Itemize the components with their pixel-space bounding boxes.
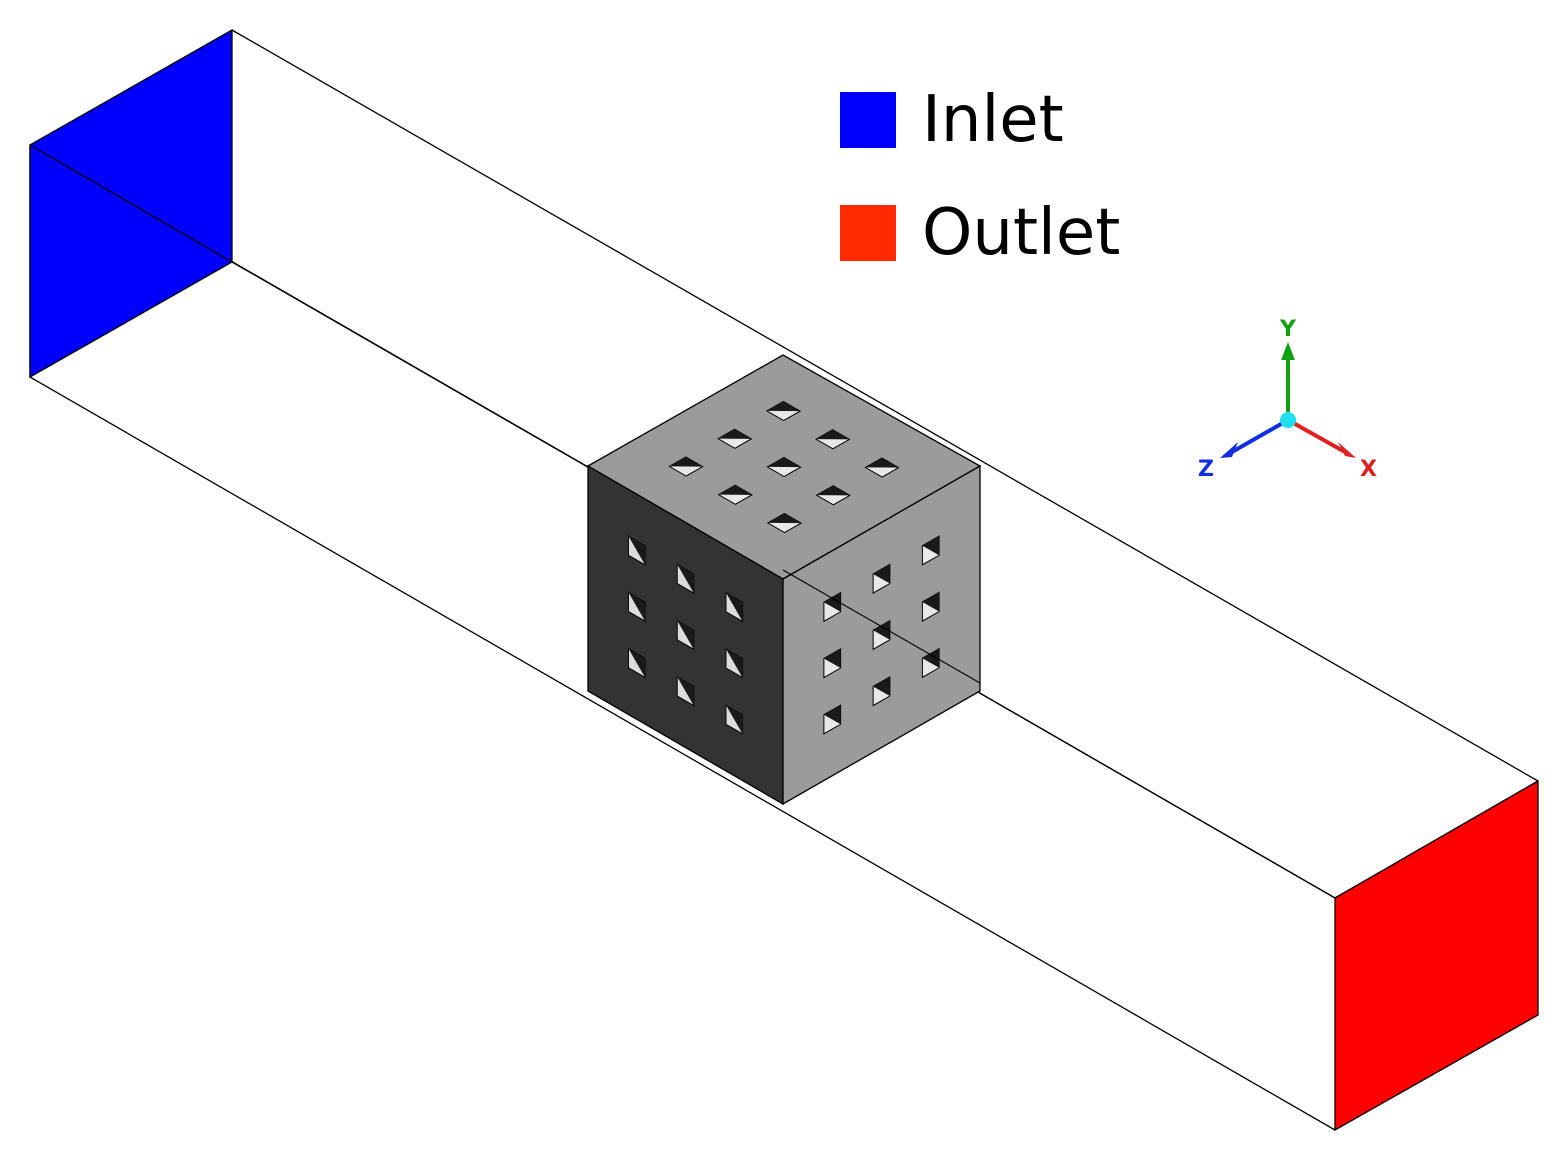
legend-swatch-outlet (840, 205, 896, 261)
y-axis-arrow-icon (1281, 342, 1295, 360)
x-axis-label: X (1360, 457, 1377, 482)
cube-hole-shadow (873, 564, 890, 584)
cube-hole-shadow (823, 648, 841, 669)
cube-hole-shadow (669, 456, 703, 467)
cube-hole-shadow (873, 620, 890, 640)
channel-hidden-edge (782, 569, 981, 684)
cube-hole-shadow (725, 705, 743, 734)
legend-label-outlet: Outlet (922, 196, 1120, 270)
channel-edge-top-back (231, 29, 1539, 782)
cube-hole-shadow (922, 536, 940, 556)
outlet-face (1334, 779, 1539, 1132)
z-axis-label: Z (1198, 457, 1214, 482)
cube-hole-shadow (816, 429, 850, 440)
cube-hole-shadow (677, 676, 694, 706)
cube-hole-shadow (816, 485, 850, 496)
cube-front-holes (627, 535, 744, 735)
z-axis-arrow-icon (1220, 442, 1238, 458)
y-axis-label: Y (1279, 317, 1297, 342)
inlet-face-diagonal (29, 144, 233, 263)
x-axis-arrow-icon (1338, 442, 1356, 458)
z-axis-line (1231, 418, 1289, 454)
cube-hole-shadow (873, 676, 890, 697)
legend-swatch-inlet (840, 92, 896, 148)
cube-hole-shadow (677, 620, 694, 650)
legend-label-inlet: Inlet (922, 83, 1064, 157)
axis-triad: Y X Z (1198, 317, 1377, 482)
cube-hole-shadow (718, 429, 752, 439)
cube-hole-shadow (823, 705, 841, 725)
cube-hole-shadow (718, 485, 752, 495)
cube-hole-shadow (865, 457, 899, 468)
porous-cube (586, 354, 982, 806)
cube-hole-shadow (628, 648, 646, 678)
cube-hole-shadow (766, 401, 801, 412)
x-axis-line (1287, 418, 1346, 454)
axis-origin-icon (1280, 412, 1296, 428)
cube-hole-shadow (725, 592, 743, 622)
cube-hole-shadow (725, 648, 743, 678)
cube-hole-shadow (767, 457, 801, 468)
cube-right-holes (823, 535, 940, 735)
cube-top-holes (668, 400, 900, 534)
legend: Inlet Outlet (840, 83, 1120, 270)
cube-hole-shadow (628, 592, 646, 622)
cube-hole-shadow (922, 592, 940, 612)
cube-hole-shadow (677, 564, 694, 594)
cube-hole-shadow (767, 513, 802, 524)
channel-edge-bottom-front (29, 376, 1336, 1131)
cube-hole-shadow (628, 536, 646, 565)
cube-hole-shadow (922, 648, 940, 668)
cube-hole-shadow (823, 592, 841, 612)
